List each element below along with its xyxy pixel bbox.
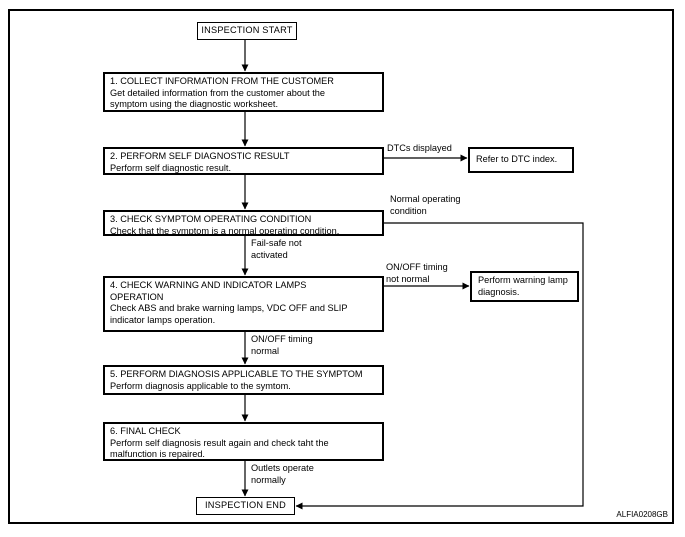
dtc-index-box: Refer to DTC index. <box>468 147 574 173</box>
step-box-3: 3. CHECK SYMPTOM OPERATING CONDITION Che… <box>103 210 384 236</box>
step-box-5: 5. PERFORM DIAGNOSIS APPLICABLE TO THE S… <box>103 365 384 395</box>
edge-label-on-off-timing-not-normal: ON/OFF timing not normal <box>386 262 448 285</box>
step-box-2: 2. PERFORM SELF DIAGNOSTIC RESULT Perfor… <box>103 147 384 175</box>
edge-label-fail-safe-not-activated: Fail-safe not activated <box>251 238 302 261</box>
warning-lamp-box-label: Perform warning lamp diagnosis. <box>478 275 568 297</box>
step-box-6: 6. FINAL CHECK Perform self diagnosis re… <box>103 422 384 461</box>
start-node-label: INSPECTION START <box>201 25 293 36</box>
end-node: INSPECTION END <box>196 497 295 515</box>
edge-label-outlets-operate-normally: Outlets operate normally <box>251 463 314 486</box>
step-2-title: 2. PERFORM SELF DIAGNOSTIC RESULT <box>110 151 290 161</box>
step-2-body: Perform self diagnostic result. <box>110 162 232 173</box>
end-node-label: INSPECTION END <box>205 500 286 511</box>
step-1-title: 1. COLLECT INFORMATION FROM THE CUSTOMER <box>110 76 334 86</box>
step-3-title: 3. CHECK SYMPTOM OPERATING CONDITION <box>110 214 312 224</box>
edge-label-on-off-timing-normal: ON/OFF timing normal <box>251 334 313 357</box>
step-4-title: 4. CHECK WARNING AND INDICATOR LAMPS OPE… <box>110 280 307 302</box>
step-4-body: Check ABS and brake warning lamps, VDC O… <box>110 303 348 325</box>
step-5-body: Perform diagnosis applicable to the symt… <box>110 380 291 391</box>
step-3-body: Check that the symptom is a normal opera… <box>110 225 340 236</box>
figure-id: ALFIA0208GB <box>616 510 668 519</box>
step-6-body: Perform self diagnosis result again and … <box>110 437 329 460</box>
step-box-4: 4. CHECK WARNING AND INDICATOR LAMPS OPE… <box>103 276 384 332</box>
step-6-title: 6. FINAL CHECK <box>110 426 181 436</box>
arrow-step3-return-to-end <box>295 222 584 510</box>
step-box-1: 1. COLLECT INFORMATION FROM THE CUSTOMER… <box>103 72 384 112</box>
step-1-body: Get detailed information from the custom… <box>110 87 326 110</box>
start-node: INSPECTION START <box>197 22 297 40</box>
edge-label-normal-operating-condition: Normal operating condition <box>390 194 461 217</box>
warning-lamp-box: Perform warning lamp diagnosis. <box>470 271 579 302</box>
diagram-border <box>8 9 674 524</box>
step-5-title: 5. PERFORM DIAGNOSIS APPLICABLE TO THE S… <box>110 369 363 379</box>
edge-label-dtcs-displayed: DTCs displayed <box>387 143 452 155</box>
dtc-index-box-label: Refer to DTC index. <box>476 154 558 165</box>
